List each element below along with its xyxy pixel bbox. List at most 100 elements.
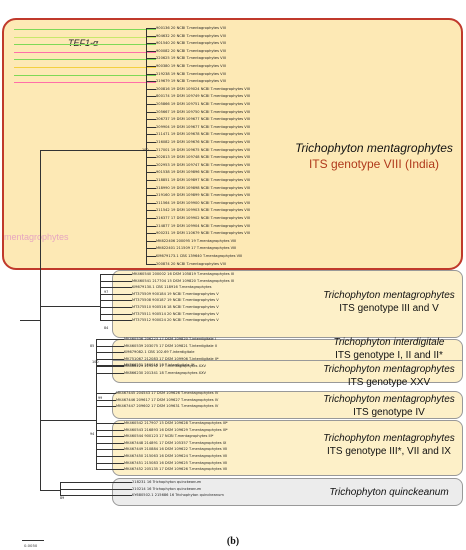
leaf-label: 211471 19 DSM 109678 NCBI T.mentagrophyt… [156, 132, 250, 137]
tip-branch [146, 96, 156, 97]
tip-branch [146, 111, 156, 113]
tip-branch [96, 406, 116, 407]
tip-branch [146, 134, 156, 135]
leaf-label: MK467452 205135 17 DSM 109626 T.mentagro… [124, 467, 228, 472]
panel-label: (b) [226, 536, 240, 547]
leaf-label: 202813 19 DSM 109748 NCBI T.mentagrophyt… [156, 155, 250, 160]
leaf-label: MK622401 211509 17 T.mentagrophytes VIII [156, 246, 237, 251]
leaf-label: 200874 20 NCBI T.mentagrophytes VIII [156, 261, 226, 266]
backbone-branch [40, 420, 96, 421]
clade-subtitle: ITS genotype VIII (India) [308, 157, 440, 171]
leaf-label: 900231 19 DSM 110679 NCBI T.mentagrophyt… [156, 231, 250, 236]
leaf-label: MT375511 900514 20 NCBI T.mentagrophytes… [132, 311, 219, 316]
clade-title-genotype-iii-vii-ix: Trichophyton mentagrophytes ITS genotype… [315, 432, 463, 458]
bootstrap-value: 94 [90, 432, 95, 436]
bootstrap-value: 97 [104, 290, 109, 294]
bootstrap-value: 99 [98, 396, 103, 400]
leaf-label: MK751067 212083 17 DSM 109906 T.interdig… [124, 356, 219, 361]
leaf-label: MK467449 210884 16 DSM 109622 T.mentagro… [124, 447, 228, 452]
tip-branch [146, 88, 156, 90]
tip-branch [146, 233, 156, 234]
highlight-line [14, 67, 156, 68]
clade-title-genotype-xxv: Trichophyton mentagrophytes ITS genotype… [315, 363, 463, 389]
scale-value: 0.0050 [24, 543, 38, 548]
tip-branch [96, 469, 124, 470]
tip-branch [60, 495, 132, 496]
tip-branch [100, 293, 132, 295]
tip-branch [146, 104, 156, 105]
clade-title-genotype-iii-v: Trichophyton mentagrophytes ITS genotype… [315, 289, 463, 315]
clade-box-genotype-xxv [112, 360, 463, 390]
tip-branch [146, 157, 156, 158]
tip-branch [100, 320, 132, 321]
leaf-label: 900136 20 NCBI T.mentagrophytes VIII [156, 26, 226, 30]
tip-branch [96, 352, 124, 353]
leaf-label: 209904 19 DSM 109677 NCBI T.mentagrophyt… [156, 124, 250, 129]
leaf-label: MK460544 900123 17 NCBI T.mentagrophytes… [124, 434, 214, 439]
clade-title-quinckeanum: Trichophyton quinckeanum [315, 486, 463, 499]
leaf-label: MK866230 201341 18 T.mentagrophytes XXV [124, 370, 206, 375]
leaf-label: 210214 16 Trichophyton quinckeanum [132, 486, 202, 491]
clade-subtitle: ITS genotype III and V [339, 303, 439, 314]
tip-branch [146, 126, 156, 128]
clade-connector [60, 482, 61, 496]
tip-branch [146, 210, 156, 211]
tip-branch [146, 50, 156, 52]
leaf-label: KM679130.1 CBS 118916 T.mentagrophytes [132, 285, 212, 290]
leaf-label: 800174 19 DSM 109749 NCBI T.mentagrophyt… [156, 94, 250, 99]
scale-bar [22, 540, 44, 541]
highlight-line [14, 59, 156, 61]
tip-branch [96, 393, 116, 394]
clade-title-interdigitale: Trichophyton interdigitale ITS genotype … [315, 336, 463, 362]
bootstrap-value: 89 [60, 496, 65, 500]
tip-branch [60, 488, 132, 490]
clade-connector [96, 339, 97, 470]
bootstrap-value: 84 [104, 326, 109, 330]
tip-branch [60, 482, 132, 483]
leaf-label: 217001 19 DSM 109675 NCBI T.mentagrophyt… [156, 147, 250, 152]
leaf-label: 216377 17 DSM 109902 NCBI T.mentagrophyt… [156, 216, 250, 220]
leaf-label: MT375510 900516 18 NCBI T.mentagrophytes… [132, 305, 219, 309]
leaf-label: 206737 19 DSM 109677 NCBI T.mentagrophyt… [156, 117, 250, 122]
clade-box-quinckeanum [112, 478, 463, 506]
tip-branch [96, 365, 124, 366]
leaf-label: 218231 16 Trichophyton quinckeanum [132, 480, 202, 484]
clade-connector [146, 28, 147, 264]
tip-branch [96, 436, 124, 437]
clade-subtitle: ITS genotype I, II and II* [335, 350, 443, 361]
leaf-label: MK460542 217907 15 DSM 109628 T.mentagro… [124, 421, 228, 425]
leaf-label: MK467451 215083 16 DSM 109625 T.mentagro… [124, 460, 228, 465]
leaf-label: MT375512 900024 20 NCBI T.mentagrophytes… [132, 318, 219, 323]
tip-branch [96, 429, 124, 431]
bootstrap-value: 100 [142, 148, 149, 152]
clade-box-interdigitale [112, 339, 463, 383]
tip-branch [96, 423, 124, 424]
leaf-label: 900082 20 NCBI T.mentagrophytes VIII [156, 48, 226, 53]
tip-branch [146, 66, 156, 67]
clade-subtitle: ITS genotype XXV [347, 377, 431, 388]
tip-branch [146, 263, 156, 265]
leaf-label: MK866229 219292 17 T.mentagrophytes XXV [124, 364, 206, 368]
clade-taxon: Trichophyton interdigitale [333, 337, 445, 348]
tip-branch [96, 366, 124, 367]
leaf-label: 214877 19 DSM 109904 NCBI T.mentagrophyt… [156, 223, 250, 228]
backbone-connector [40, 150, 41, 490]
tip-branch [146, 119, 156, 120]
tip-branch [146, 58, 156, 59]
leaf-label: 211564 19 DSM 109900 NCBI T.mentagrophyt… [156, 200, 250, 205]
tip-branch [146, 195, 156, 196]
tip-branch [146, 35, 156, 37]
leaf-label: 219238 19 NCBI T.mentagrophytes VIII [156, 71, 226, 76]
leaf-label: MK622406 200095 19 T.mentagrophytes VIII [156, 238, 237, 243]
highlight-line [14, 82, 156, 84]
leaf-label: 202953 19 DSM 109747 NCBI T.mentagrophyt… [156, 162, 250, 167]
ghost-label: mentagrophytes [4, 232, 69, 242]
highlight-line [14, 51, 156, 53]
tip-branch [96, 462, 124, 464]
clade-connector [100, 274, 101, 321]
highlight-line [14, 29, 156, 30]
tip-branch [146, 225, 156, 227]
leaf-label: KM679082.1 CBS 102.69 T.interdigitale [124, 350, 195, 355]
tip-branch [146, 187, 156, 189]
tip-branch [96, 399, 116, 401]
